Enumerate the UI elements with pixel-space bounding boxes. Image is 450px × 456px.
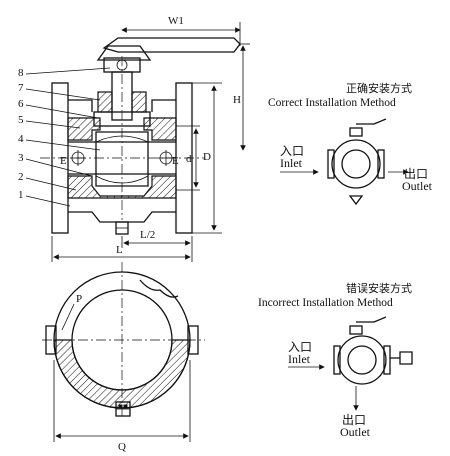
- part-number-3: 3: [18, 152, 24, 164]
- correct-outlet-en: Outlet: [402, 179, 433, 193]
- part-number-2: 2: [18, 171, 24, 183]
- correct-inlet-cn: 入口: [280, 144, 304, 158]
- correct-inlet-en: Inlet: [280, 156, 303, 170]
- dimension-w1-label: W1: [168, 15, 184, 27]
- dimension-q-label: Q: [118, 441, 126, 453]
- dimension-d-label: d: [186, 153, 192, 165]
- incorrect-valve-symbol: [333, 316, 413, 385]
- part-number-5: 5: [18, 114, 24, 126]
- incorrect-installation-panel: 错误安装方式 Incorrect Installation Method 入口 …: [258, 281, 413, 439]
- part-number-7: 7: [18, 82, 24, 94]
- dimension-l: L/2 L: [51, 229, 193, 262]
- handle-lever: [96, 37, 241, 73]
- dimension-h-label: H: [233, 94, 241, 106]
- correct-valve-symbol: [327, 118, 387, 206]
- valve-body: E E: [40, 82, 205, 235]
- correct-installation-panel: 正确安装方式 Correct Installation Method 入口 In…: [268, 81, 433, 206]
- incorrect-inlet-cn: 入口: [288, 340, 312, 354]
- incorrect-title-cn: 错误安装方式: [346, 281, 412, 295]
- dimension-p-label: P: [76, 293, 82, 305]
- incorrect-outlet-en: Outlet: [340, 425, 371, 439]
- correct-title-en: Correct Installation Method: [268, 97, 396, 109]
- dimension-l-label: L: [116, 244, 123, 256]
- incorrect-title-en: Incorrect Installation Method: [258, 297, 393, 309]
- incorrect-outlet-cn: 出口: [342, 413, 366, 427]
- part-number-4: 4: [18, 133, 24, 145]
- dimension-e-left: E: [60, 155, 67, 167]
- dimension-w1: W1: [121, 15, 241, 46]
- part-number-8: 8: [18, 67, 24, 79]
- correct-outlet-cn: 出口: [404, 167, 428, 181]
- dimension-D-label: D: [203, 151, 211, 163]
- dimension-e-right: E: [172, 155, 179, 167]
- dimension-h: H: [233, 43, 250, 151]
- correct-title-cn: 正确安装方式: [346, 81, 412, 95]
- dimension-l-half-label: L/2: [140, 229, 155, 241]
- part-callouts: 1 2 3 4 5 6 7 8: [18, 67, 111, 207]
- incorrect-inlet-en: Inlet: [288, 352, 311, 366]
- stem-bonnet: [93, 56, 151, 220]
- dimension-d-D: D d: [176, 82, 222, 234]
- part-number-1: 1: [18, 189, 24, 201]
- part-number-6: 6: [18, 98, 24, 110]
- valve-front-section-view: W1 H: [18, 15, 250, 262]
- valve-bottom-section-view: P Q: [42, 262, 205, 453]
